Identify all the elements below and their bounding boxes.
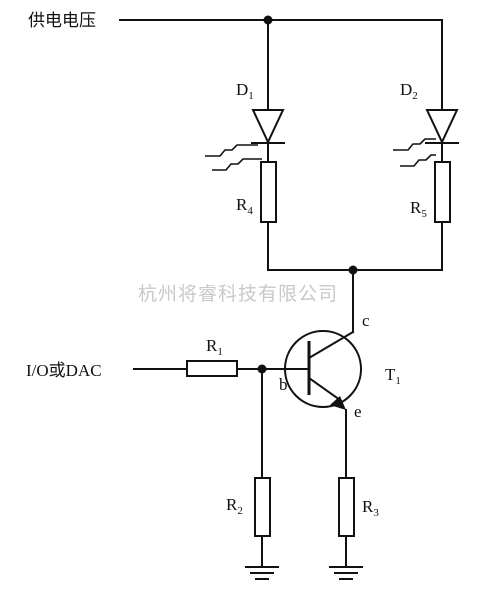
npn-transistor-t1-icon — [284, 330, 362, 410]
d1-label: D1 — [236, 80, 254, 102]
resistor-r2-icon — [254, 477, 271, 537]
watermark-text: 杭州将睿科技有限公司 — [138, 283, 338, 305]
supply-voltage-label: 供电电压 — [28, 11, 96, 31]
ground-r3-icon — [329, 566, 363, 580]
r2-label: R2 — [226, 495, 243, 517]
r4-label: R4 — [236, 195, 253, 217]
resistor-r1-icon — [186, 360, 238, 377]
r3-label: R3 — [362, 497, 379, 519]
collector-label: c — [362, 311, 370, 330]
led-d2-icon — [425, 109, 459, 163]
light-emission-d1-icon — [205, 144, 262, 171]
ground-r2-icon — [245, 566, 279, 580]
led-d1-icon — [251, 109, 285, 163]
supply-rail — [119, 15, 443, 111]
r5-label: R5 — [410, 198, 427, 220]
emitter-label: e — [354, 402, 362, 421]
resistor-r3-icon — [338, 477, 355, 537]
t1-label: T1 — [385, 365, 401, 387]
supply-junction-dot — [263, 15, 273, 25]
light-emission-d2-icon — [393, 138, 436, 167]
input-label: I/O或DAC — [26, 361, 102, 380]
d2-label: D2 — [400, 80, 418, 102]
resistor-r5-icon — [434, 161, 451, 223]
r1-label: R1 — [206, 336, 223, 358]
resistor-r4-icon — [260, 161, 277, 223]
base-label: b — [279, 375, 288, 394]
